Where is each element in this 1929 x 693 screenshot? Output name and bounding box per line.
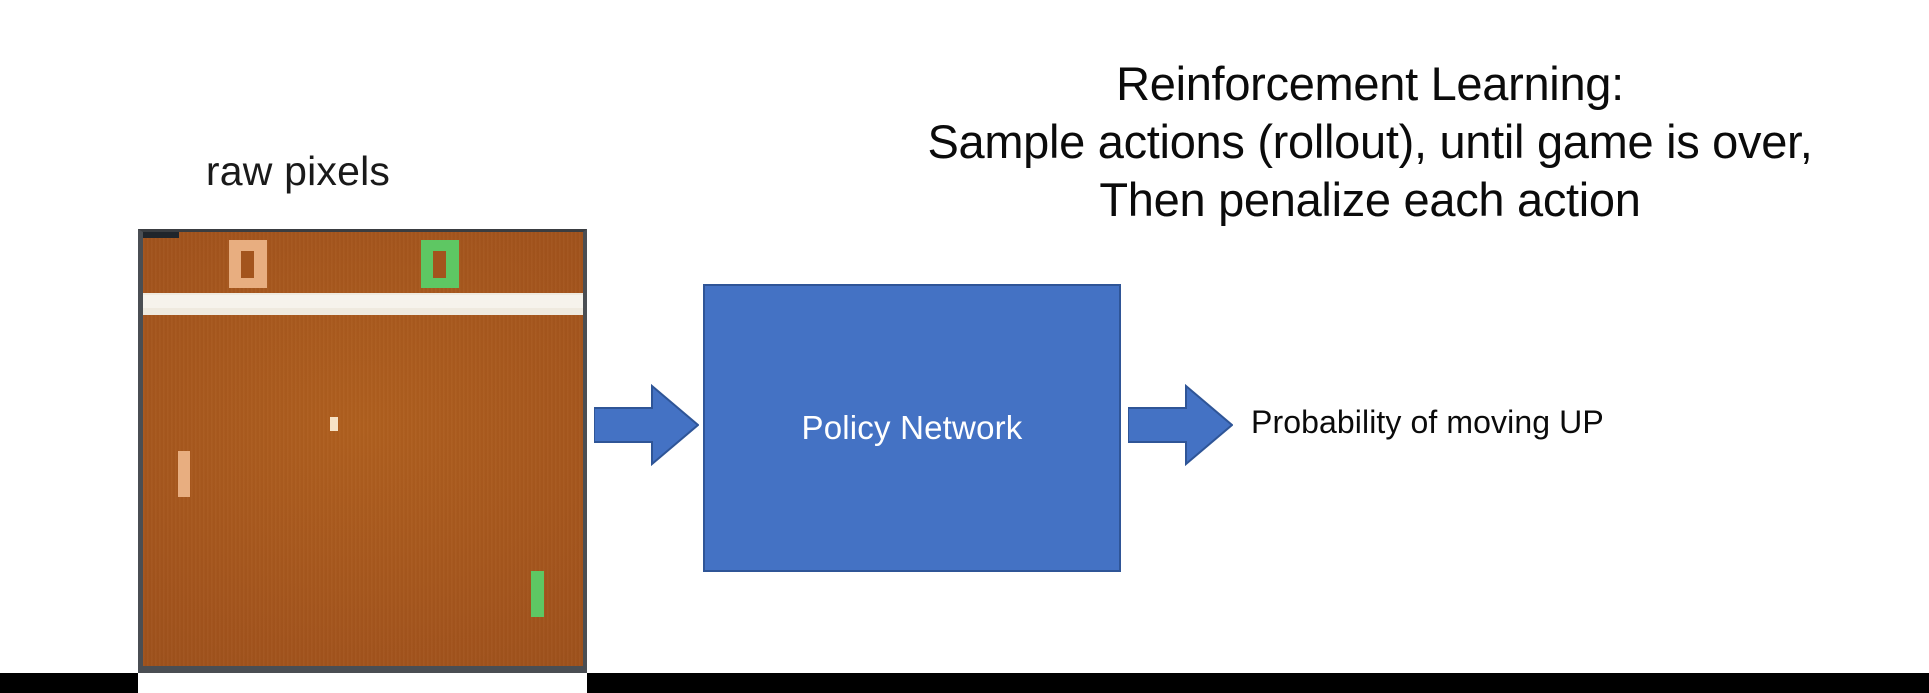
ball-sprite: [330, 417, 338, 431]
raw-pixels-caption: raw pixels: [205, 148, 391, 194]
headline-line-3: Then penalize each action: [1099, 173, 1641, 226]
headline-line-1: Reinforcement Learning:: [1116, 57, 1624, 110]
pong-game-screen: 0 0: [138, 229, 587, 673]
headline-line-2: Sample actions (rollout), until game is …: [927, 115, 1813, 168]
slide-headline: Reinforcement Learning: Sample actions (…: [820, 55, 1920, 229]
left-paddle-sprite: [178, 451, 190, 497]
pong-divider-highlight: [143, 295, 583, 308]
score-digit-counter: [433, 251, 446, 278]
score-right-player: 0: [421, 240, 459, 288]
policy-network-label: Policy Network: [801, 409, 1023, 446]
bottom-letterbox-bar-left: [0, 673, 138, 693]
score-left-player: 0: [229, 240, 267, 288]
policy-network-box[interactable]: Policy Network: [703, 284, 1121, 572]
bottom-letterbox-bar-right: [587, 673, 1929, 693]
input-flow-arrow-icon: [594, 384, 699, 466]
right-paddle-sprite: [531, 571, 544, 617]
frame-corner-marker: [143, 232, 179, 238]
output-probability-label: Probability of moving UP: [1251, 404, 1604, 440]
score-digit-counter: [241, 251, 254, 278]
output-flow-arrow-icon: [1128, 384, 1233, 466]
